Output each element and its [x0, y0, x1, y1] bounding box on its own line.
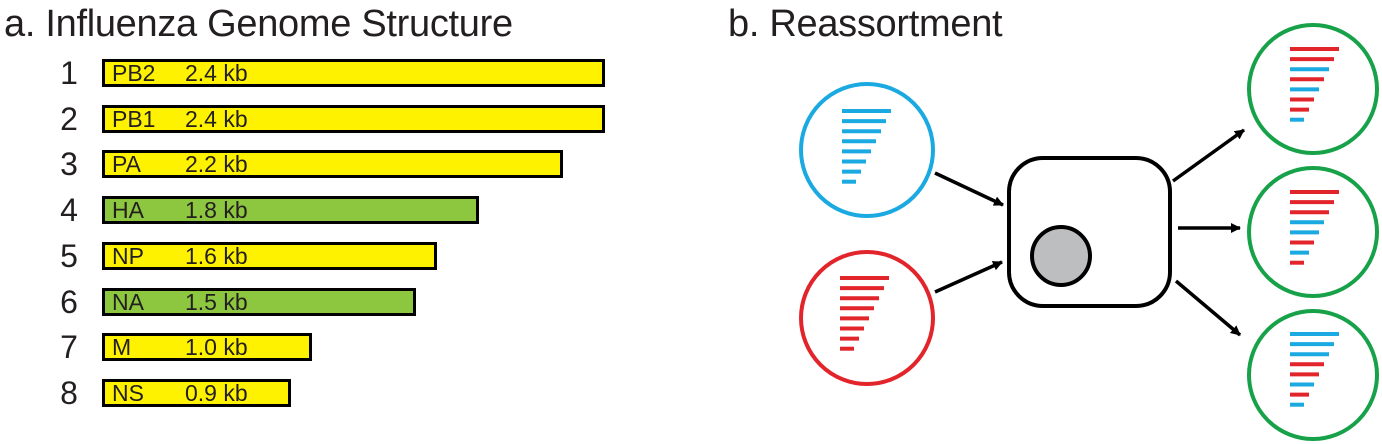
segment-bar-m: M 1.0 kb: [102, 333, 312, 361]
segment-name: NA: [112, 289, 144, 315]
arrow: [1171, 128, 1246, 183]
segment-bar-ns: NS 0.9 kb: [102, 379, 291, 407]
segment-size: 1.0 kb: [185, 334, 248, 360]
segment-bar-np: NP 1.6 kb: [102, 242, 437, 270]
segment-number: 5: [60, 238, 78, 274]
segment-name: NS: [112, 380, 144, 406]
segment-size: 1.5 kb: [185, 289, 248, 315]
segment-size: 1.8 kb: [185, 197, 248, 223]
segment-size: 2.2 kb: [185, 151, 248, 177]
panel-b-title: b. Reassortment: [728, 3, 1003, 45]
segment-name: NP: [112, 243, 144, 269]
panel-a-title: a. Influenza Genome Structure: [4, 3, 513, 45]
segment-number: 3: [60, 146, 78, 182]
segment-number: 2: [60, 101, 78, 137]
segment-size: 0.9 kb: [185, 380, 248, 406]
segment-number: 1: [60, 55, 78, 91]
segment-size: 2.4 kb: [185, 106, 248, 132]
segment-number: 8: [60, 375, 78, 411]
segment-name: M: [112, 334, 132, 360]
segment-size: 1.6 kb: [185, 243, 248, 269]
host-cell: [1007, 156, 1172, 308]
segment-bar-na: NA 1.5 kb: [102, 288, 416, 316]
segment-bar-ha: HA 1.8 kb: [102, 196, 479, 224]
segment-size: 2.4 kb: [185, 60, 248, 86]
arrow: [1174, 279, 1242, 337]
segment-bar-pb2: PB2 2.4 kb: [102, 59, 605, 87]
segment-name: PB2: [112, 60, 156, 86]
segment-number: 6: [60, 284, 78, 320]
arrow: [934, 171, 1004, 207]
segment-bar-pa: PA 2.2 kb: [102, 150, 563, 178]
segment-name: PB1: [112, 106, 156, 132]
arrow: [934, 260, 1003, 294]
segment-name: HA: [112, 197, 144, 223]
cell-nucleus: [1030, 225, 1092, 287]
segment-number: 4: [60, 192, 78, 228]
segment-name: PA: [112, 151, 141, 177]
segment-number: 7: [60, 329, 78, 365]
segment-bar-pb1: PB1 2.4 kb: [102, 105, 605, 133]
